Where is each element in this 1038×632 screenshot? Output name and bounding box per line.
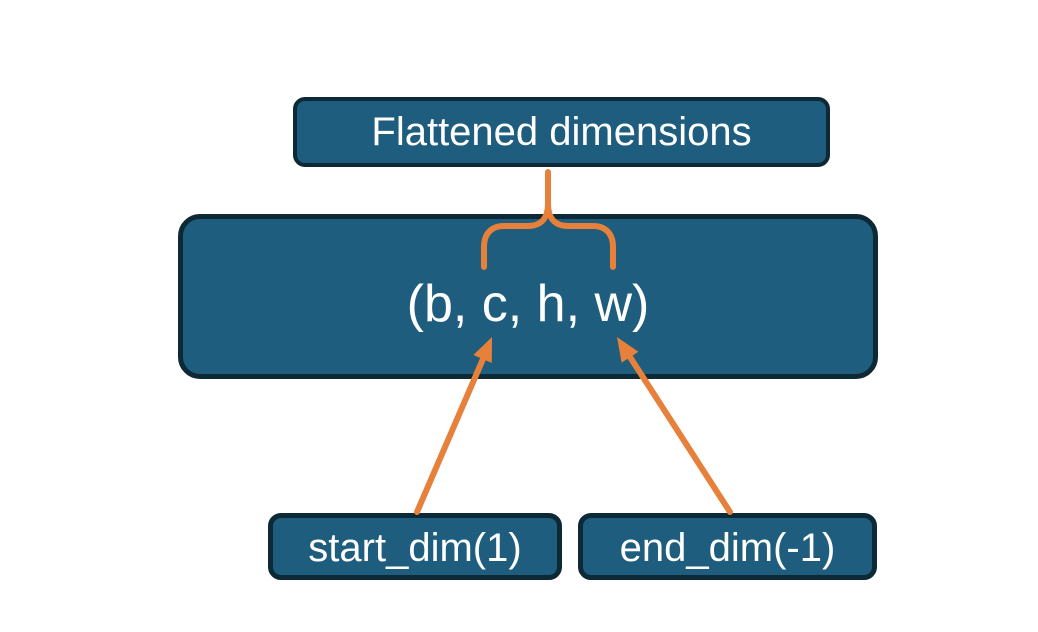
end-dim-box: end_dim(-1) — [578, 513, 877, 580]
tensor-shape-label: (b, c, h, w) — [406, 274, 650, 333]
end-dim-label: end_dim(-1) — [619, 526, 836, 570]
tensor-shape-box: (b, c, h, w) — [178, 214, 878, 379]
start-dim-label: start_dim(1) — [308, 526, 522, 570]
flattened-dimensions-label: Flattened dimensions — [371, 109, 752, 154]
flattened-dimensions-box: Flattened dimensions — [293, 97, 830, 167]
start-dim-box: start_dim(1) — [268, 513, 562, 580]
